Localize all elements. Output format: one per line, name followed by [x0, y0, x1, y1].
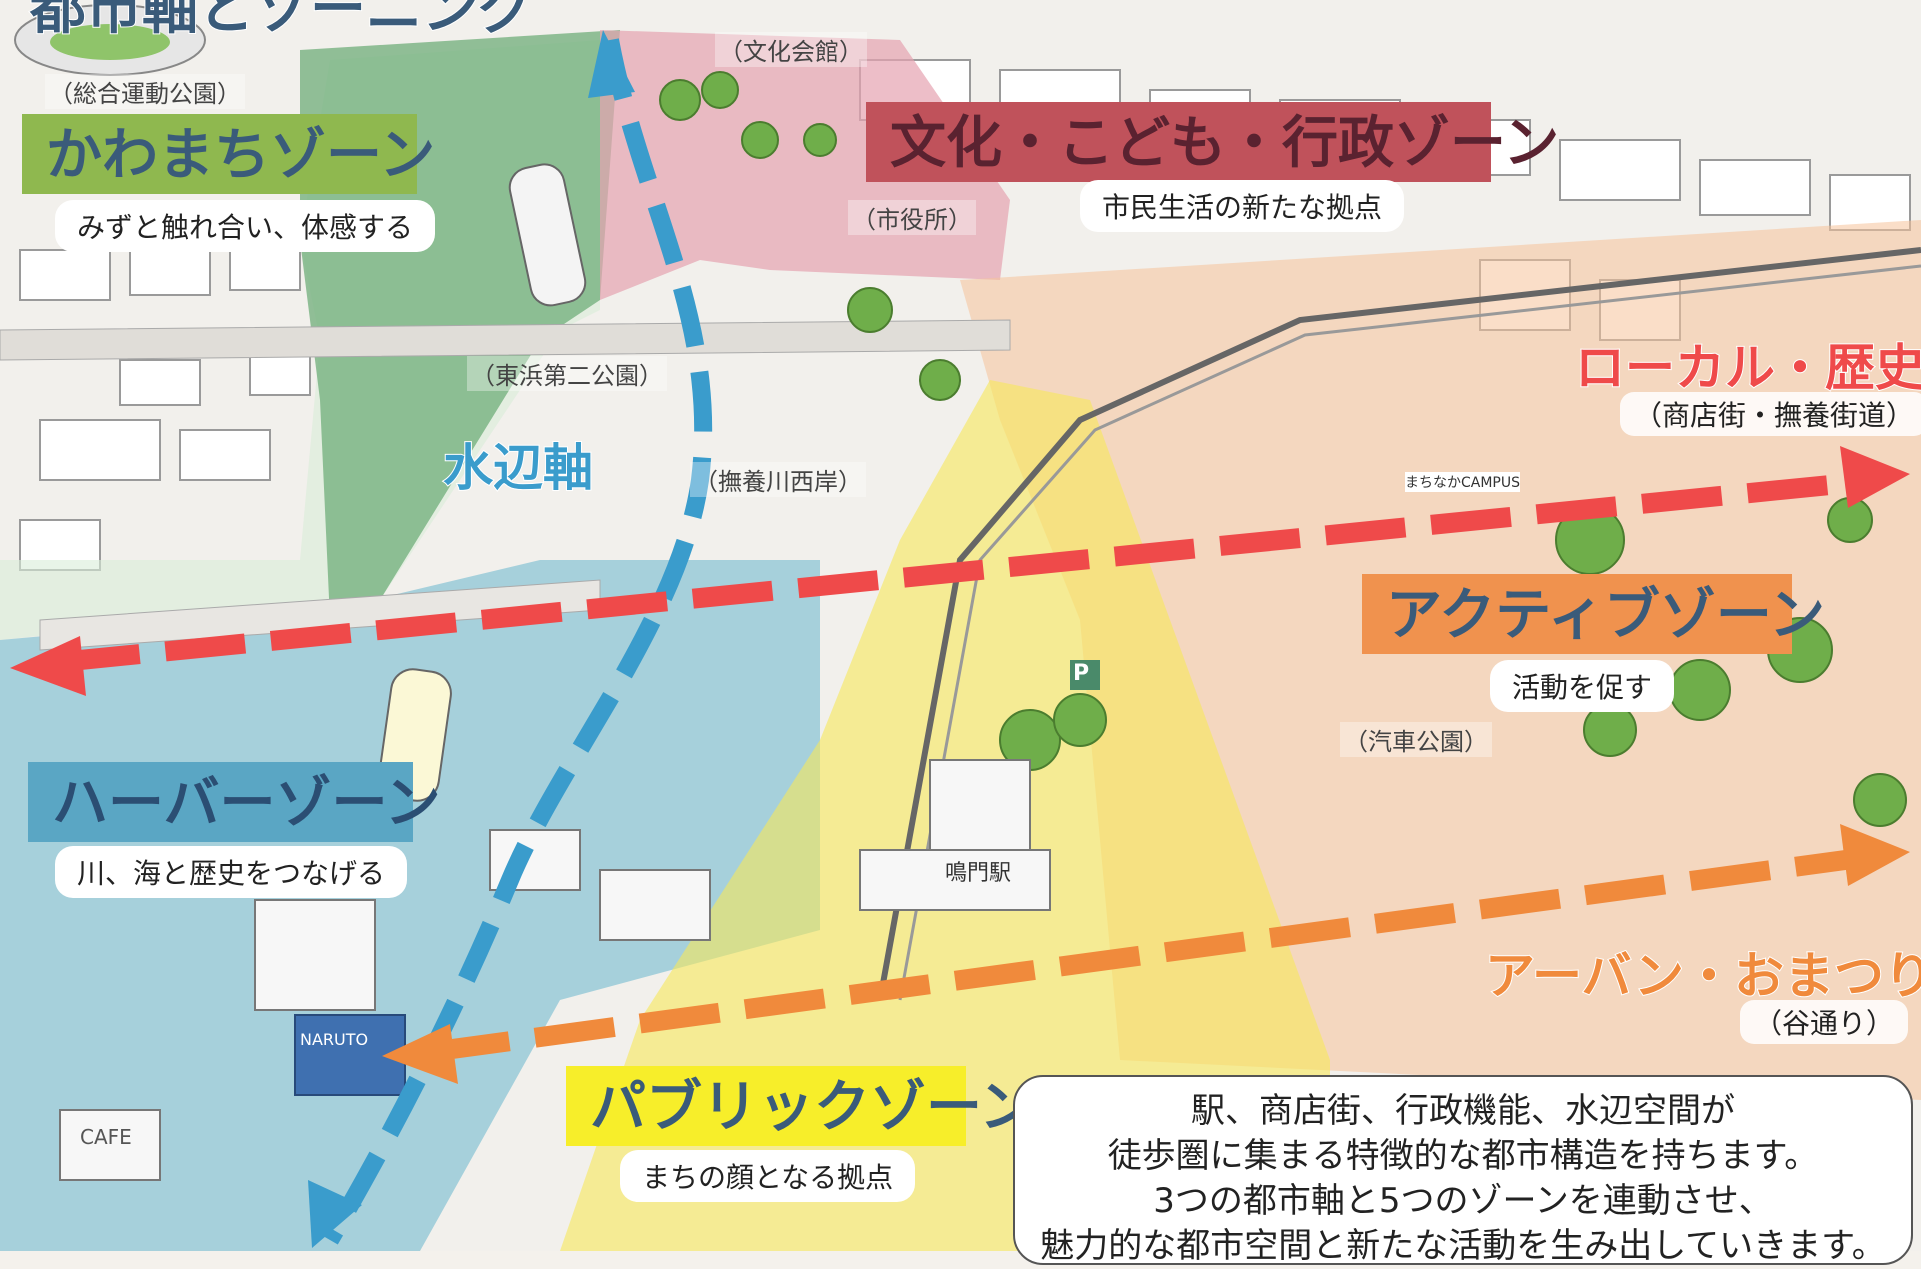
page-title: 都市軸とゾーニング [29, 0, 535, 43]
info-line: 魅力的な都市空間と新たな活動を生み出していきます。 [1040, 1226, 1886, 1266]
axis-urban-title: アーバン・おまつり軸 [1484, 946, 1921, 1006]
info-line: 3つの都市軸と5つのゾーンを連動させ、 [1153, 1181, 1773, 1221]
zone-bunka-title: 文化・こども・行政ゾーン [866, 102, 1559, 182]
info-line: 駅、商店街、行政機能、水辺空間が [1191, 1091, 1735, 1131]
zone-kawamachi-desc: みずと触れ合い、体感する [55, 200, 436, 252]
axis-local-title: ローカル・歴史軸 [1574, 338, 1921, 398]
place-city-hall: （市役所） [848, 200, 976, 235]
place-sports-park: （総合運動公園） [45, 74, 245, 109]
zone-active-title: アクティブゾーン [1362, 574, 1825, 654]
zone-public-desc: まちの顔となる拠点 [620, 1150, 916, 1202]
naruto-sign: NARUTO [300, 1030, 369, 1049]
station-sign: 鳴門駅 [945, 861, 1012, 886]
info-line: 徒歩圏に集まる特徴的な都市構造を持ちます。 [1107, 1136, 1819, 1176]
zone-harbor-desc: 川、海と歴史をつなげる [55, 846, 408, 898]
place-higashihama-park: （東浜第二公園） [467, 356, 667, 391]
cafe-sign: CAFE [80, 1125, 132, 1149]
campus-sign: まちなかCAMPUS [1405, 472, 1521, 492]
place-muya-west: （撫養川西岸） [690, 462, 866, 497]
zone-active-desc: 活動を促す [1490, 660, 1675, 712]
axis-urban-sub: （谷通り） [1740, 1000, 1909, 1044]
zone-harbor-title: ハーバーゾーン [28, 762, 441, 842]
zone-bunka-desc: 市民生活の新たな拠点 [1080, 180, 1405, 232]
place-culture-hall: （文化会館） [715, 32, 867, 67]
zone-public-title: パブリックゾーン [566, 1066, 1035, 1146]
zone-kawamachi-title: かわまちゾーン [22, 114, 435, 194]
axis-local-sub: （商店街・撫養街道） [1620, 392, 1921, 436]
parking-sign: P [1073, 661, 1090, 686]
place-steam-park: （汽車公園） [1340, 722, 1492, 757]
axis-water-title: 水辺軸 [442, 438, 594, 498]
info-box: 駅、商店街、行政機能、水辺空間が 徒歩圏に集まる特徴的な都市構造を持ちます。 3… [1013, 1075, 1913, 1266]
